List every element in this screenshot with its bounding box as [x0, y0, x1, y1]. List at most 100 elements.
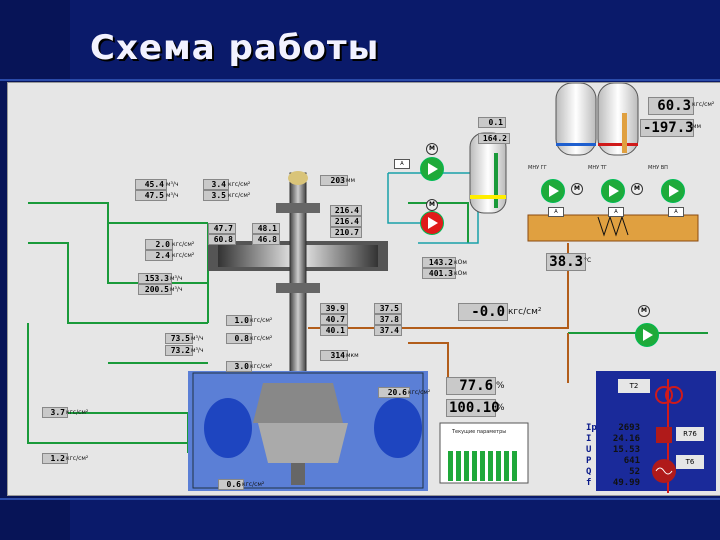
reading-spiral-pressure: 20.6	[378, 387, 410, 398]
param-name-q: Q	[586, 467, 592, 477]
unit-percent-2: %	[496, 403, 505, 413]
unit-mkm-1: мкм	[346, 352, 359, 359]
motor-icon-4[interactable]: М	[631, 183, 643, 195]
unit-pressure-6: кгс/см²	[250, 335, 273, 342]
oil-label-2: МНУ ТГ	[588, 165, 607, 171]
pump-green-2[interactable]	[541, 179, 565, 203]
reading-stator-power-1: 143.2	[422, 257, 456, 268]
reading-flow-1: 45.4	[135, 179, 167, 190]
valve-box-4[interactable]: А	[668, 207, 684, 217]
breaker-label: R76	[676, 427, 704, 441]
unit-flow-3: м³/ч	[170, 275, 183, 282]
reading-pressure-left-1: 3.7	[42, 407, 68, 418]
unit-pressure-3: кгс/см²	[172, 241, 195, 248]
unit-flow-2: м³/ч	[166, 192, 179, 199]
reading-seal-pressure: 3.0	[226, 361, 252, 372]
unit-pressure-7: кгс/см²	[250, 363, 273, 370]
param-name-i: I	[586, 434, 592, 444]
param-name-p: P	[586, 456, 592, 466]
reading-accumulator-pressure: 60.3	[648, 97, 694, 115]
reading-accumulator-level: -197.3	[640, 119, 694, 137]
valve-box-1[interactable]: А	[394, 159, 410, 169]
unit-kw-1: кОм	[454, 259, 467, 266]
reading-air-temp-6: 37.4	[374, 325, 402, 336]
reading-oil-temp: 38.3	[546, 253, 586, 271]
slide-divider	[0, 79, 720, 81]
reading-air-temp-2: 40.7	[320, 314, 348, 325]
reading-lower-pressure: 1.0	[226, 315, 252, 326]
reading-seg-temp-4: 46.8	[252, 234, 280, 245]
reading-turbine-opening: 100.10	[446, 399, 500, 417]
reading-tank-pressure: 0.1	[478, 117, 506, 128]
reading-clearance: 203	[320, 175, 348, 186]
unit-percent-1: %	[496, 381, 505, 391]
reading-draft-pressure: 0.6	[218, 479, 244, 490]
reading-flow-2: 47.5	[135, 190, 167, 201]
unit-mm-2: мм	[692, 123, 702, 130]
unit-flow-4: м³/ч	[170, 286, 183, 293]
reading-air-temp-3: 40.1	[320, 325, 348, 336]
unit-kw-2: кОм	[454, 270, 467, 277]
pump-green-5[interactable]	[635, 323, 659, 347]
unit-pressure-8: кгс/см²	[508, 307, 542, 317]
oil-label-1: МНУ ГГ	[528, 165, 547, 171]
unit-pressure-1: кгс/см²	[228, 181, 251, 188]
slide-divider-bottom	[0, 498, 720, 500]
unit-flow-5: м³/ч	[191, 335, 204, 342]
reading-air-temp-5: 37.8	[374, 314, 402, 325]
generator-label: Т6	[676, 455, 704, 469]
reading-oil-pressure-2: 3.5	[203, 190, 229, 201]
param-value-f: 49.99	[612, 478, 640, 488]
reading-guide-vane: 77.6	[446, 377, 496, 395]
reading-pressure-left-2: 1.2	[42, 453, 68, 464]
reading-stator-flow-2: 216.4	[330, 216, 362, 227]
unit-pressure-5: кгс/см²	[250, 317, 273, 324]
pump-red-1[interactable]	[420, 211, 444, 235]
reading-cooler-flow-2: 200.5	[138, 284, 172, 295]
reading-stator-power-2: 401.3	[422, 268, 456, 279]
reading-seg-temp-2: 48.1	[252, 223, 280, 234]
unit-pressure-13: кгс/см²	[692, 101, 715, 108]
unit-temp-1: °C	[584, 257, 592, 264]
param-name-u: U	[586, 445, 592, 455]
param-value-p: 641	[623, 456, 640, 466]
reading-shaft-flow-2: 73.2	[165, 345, 193, 356]
reading-stator-flow-3: 210.7	[330, 227, 362, 238]
unit-mm-1: мм	[346, 177, 356, 184]
scada-panel: Текущие параметры М М М М М А А А А МНУ …	[7, 82, 720, 496]
reading-tank-level: 164.2	[478, 133, 510, 144]
reading-oil-pressure-1: 3.4	[203, 179, 229, 190]
param-value-q: 52	[629, 467, 640, 477]
valve-box-3[interactable]: А	[608, 207, 624, 217]
param-value-ip: 2693	[618, 423, 640, 433]
reading-shaft-flow-1: 73.5	[165, 333, 193, 344]
unit-pressure-4: кгс/см²	[172, 252, 195, 259]
reading-air-temp-1: 39.9	[320, 303, 348, 314]
oil-label-3: МНУ ВП	[648, 165, 668, 171]
reading-cooler-flow-1: 153.3	[138, 273, 172, 284]
param-value-i: 24.16	[612, 434, 640, 444]
motor-icon-3[interactable]: М	[571, 183, 583, 195]
reading-lower-pressure-2: 0.8	[226, 333, 252, 344]
param-name-ip: Ip	[586, 423, 597, 433]
pump-green-3[interactable]	[601, 179, 625, 203]
unit-flow-1: м³/ч	[166, 181, 179, 188]
reading-shaft-runout: 314	[320, 350, 348, 361]
slide-title-line1: Схема работы	[90, 28, 380, 68]
unit-pressure-9: кгс/см²	[408, 389, 431, 396]
pump-green-1[interactable]	[420, 157, 444, 181]
motor-icon-5[interactable]: М	[638, 305, 650, 317]
pump-green-4[interactable]	[661, 179, 685, 203]
reading-seg-temp-1: 47.7	[208, 223, 236, 234]
valve-box-2[interactable]: А	[548, 207, 564, 217]
param-value-u: 15.53	[612, 445, 640, 455]
unit-pressure-10: кгс/см²	[242, 481, 265, 488]
param-name-f: f	[586, 478, 592, 488]
motor-icon-1[interactable]: М	[426, 143, 438, 155]
reading-seg-temp-3: 60.8	[208, 234, 236, 245]
unit-pressure-2: кгс/см²	[228, 192, 251, 199]
unit-pressure-12: кгс/см²	[66, 455, 89, 462]
unit-flow-6: м³/ч	[191, 347, 204, 354]
motor-icon-2[interactable]: М	[426, 199, 438, 211]
reading-stator-flow-1: 216.4	[330, 205, 362, 216]
